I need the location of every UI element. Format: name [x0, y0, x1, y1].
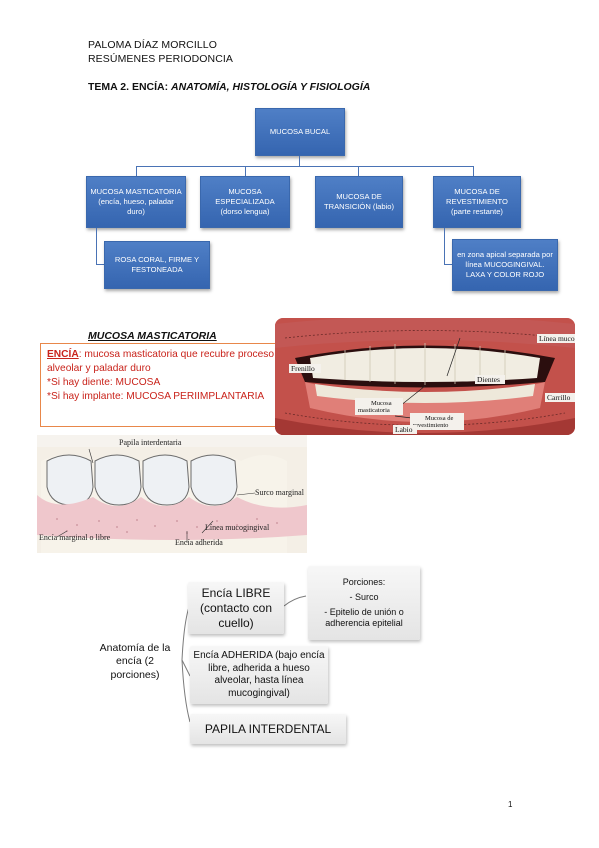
- node-rosa-coral: ROSA CORAL, FIRME Y FESTONEADA: [104, 241, 210, 289]
- drawing-label-adherida: Encía adherida: [175, 538, 223, 547]
- connector: [444, 264, 452, 265]
- photo-label-linea: Línea mucogingival: [539, 334, 575, 343]
- mindmap-porciones: Porciones: - Surco - Epitelio de unión o…: [308, 566, 420, 640]
- porciones-title: Porciones:: [342, 576, 386, 587]
- mindmap-encia-libre: Encía LIBRE (contacto con cuello): [188, 582, 284, 634]
- connector: [299, 156, 300, 167]
- definition-line-3: *Si hay implante: MUCOSA PERIIMPLANTARIA: [47, 390, 265, 402]
- connector: [96, 228, 97, 264]
- node-text: en zona apical separada por línea MUCOGI…: [457, 249, 553, 269]
- mindmap-papila-interdental: PAPILA INTERDENTAL: [190, 714, 346, 744]
- node-mucosa-masticatoria: MUCOSA MASTICATORIA (encía, hueso, palad…: [86, 176, 186, 228]
- photo-label-frenillo: Frenillo: [291, 364, 315, 373]
- title-prefix: TEMA 2. ENCÍA:: [88, 81, 172, 93]
- porciones-item: - Epitelio de unión o adherencia epiteli…: [324, 607, 404, 629]
- document-subtitle: RESÚMENES PERIODONCIA: [88, 53, 234, 65]
- definition-text: : mucosa masticatoria que recubre proces…: [47, 349, 275, 374]
- gingiva-drawing: Papila interdentaria Surco marginal Líne…: [37, 435, 307, 553]
- section-title: MUCOSA MASTICATORIA: [88, 330, 217, 342]
- connector: [473, 166, 474, 176]
- drawing-label-papila: Papila interdentaria: [119, 438, 182, 447]
- mouth-photo: Línea mucogingival Frenillo Dientes Carr…: [275, 318, 575, 435]
- definition-line-1: ENCÍA: mucosa masticatoria que recubre p…: [47, 348, 287, 376]
- title-topics: ANATOMÍA, HISTOLOGÍA Y FISIOLOGÍA: [171, 81, 371, 93]
- photo-label-dientes: Dientes: [477, 375, 500, 384]
- author-name: PALOMA DÍAZ MORCILLO: [88, 39, 217, 51]
- gingiva-illustration: Papila interdentaria Surco marginal Líne…: [37, 435, 307, 553]
- page-number: 1: [508, 800, 513, 809]
- node-text: LAXA Y COLOR ROJO: [465, 270, 545, 280]
- mindmap-encia-adherida: Encía ADHERIDA (bajo encía libre, adheri…: [190, 646, 328, 704]
- mindmap-root: Anatomía de la encía (2 porciones): [99, 642, 171, 681]
- connector: [444, 228, 445, 264]
- node-mucosa-especializada: MUCOSA ESPECIALIZADA (dorso lengua): [200, 176, 290, 228]
- mouth-photo-illustration: Línea mucogingival Frenillo Dientes Carr…: [275, 318, 575, 435]
- drawing-label-surco: Surco marginal: [255, 488, 305, 497]
- photo-label-labio: Labio: [395, 425, 413, 434]
- connector: [136, 166, 473, 167]
- connector: [358, 166, 359, 176]
- porciones-item: - Surco: [349, 591, 379, 602]
- photo-label-carrillo: Carrillo: [547, 393, 571, 402]
- drawing-label-linea: Línea mucogingival: [205, 523, 270, 532]
- connector: [96, 264, 104, 265]
- connector: [136, 166, 137, 176]
- node-mucosa-revestimiento: MUCOSA DE REVESTIMIENTO (parte restante): [433, 176, 521, 228]
- definition-line-2: *Si hay diente: MUCOSA: [47, 376, 161, 388]
- node-mucosa-transicion: MUCOSA DE TRANSICIÓN (labio): [315, 176, 403, 228]
- node-linea-mucogingival: en zona apical separada por línea MUCOGI…: [452, 239, 558, 291]
- definition-term: ENCÍA: [47, 349, 79, 360]
- page-title: TEMA 2. ENCÍA: ANATOMÍA, HISTOLOGÍA Y FI…: [88, 81, 370, 93]
- node-mucosa-bucal: MUCOSA BUCAL: [255, 108, 345, 156]
- drawing-label-marginal: Encía marginal o libre: [39, 533, 111, 542]
- connector: [245, 166, 246, 176]
